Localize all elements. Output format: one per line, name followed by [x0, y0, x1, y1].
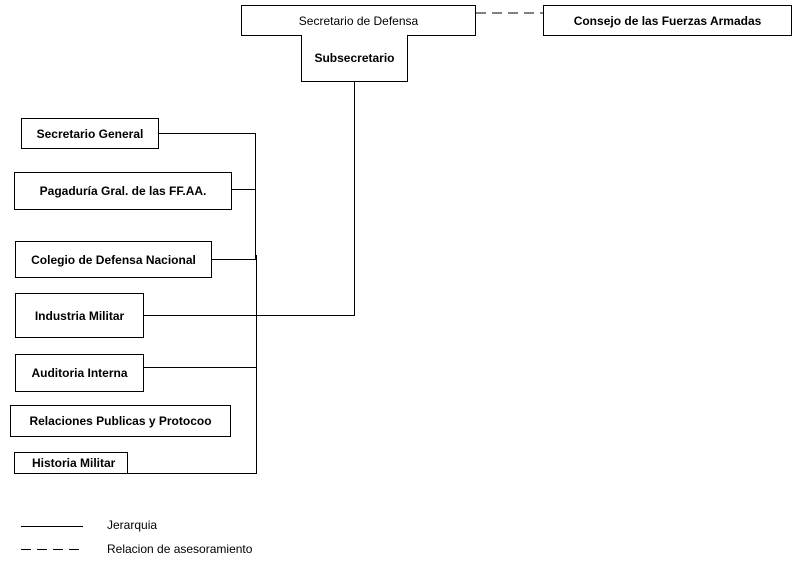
node-secretario-general: Secretario General	[21, 118, 159, 149]
node-subsecretario: Subsecretario	[301, 35, 408, 82]
legend-solid-label: Jerarquia	[107, 518, 158, 532]
node-colegio-defensa-nacional: Colegio de Defensa Nacional	[15, 241, 212, 278]
node-industria-militar: Industria Militar	[15, 293, 144, 338]
legend-dashed-label: Relacion de asesoramiento	[107, 542, 253, 556]
node-pagaduria: Pagaduría Gral. de las FF.AA.	[14, 172, 232, 210]
node-relaciones-publicas: Relaciones Publicas y Protocoo	[10, 405, 231, 437]
node-secretario-defensa: Secretario de Defensa	[241, 5, 476, 36]
node-consejo-fuerzas-armadas: Consejo de las Fuerzas Armadas	[543, 5, 792, 36]
node-historia-militar: Historia Militar	[14, 452, 128, 474]
node-auditoria-interna: Auditoria Interna	[15, 354, 144, 392]
